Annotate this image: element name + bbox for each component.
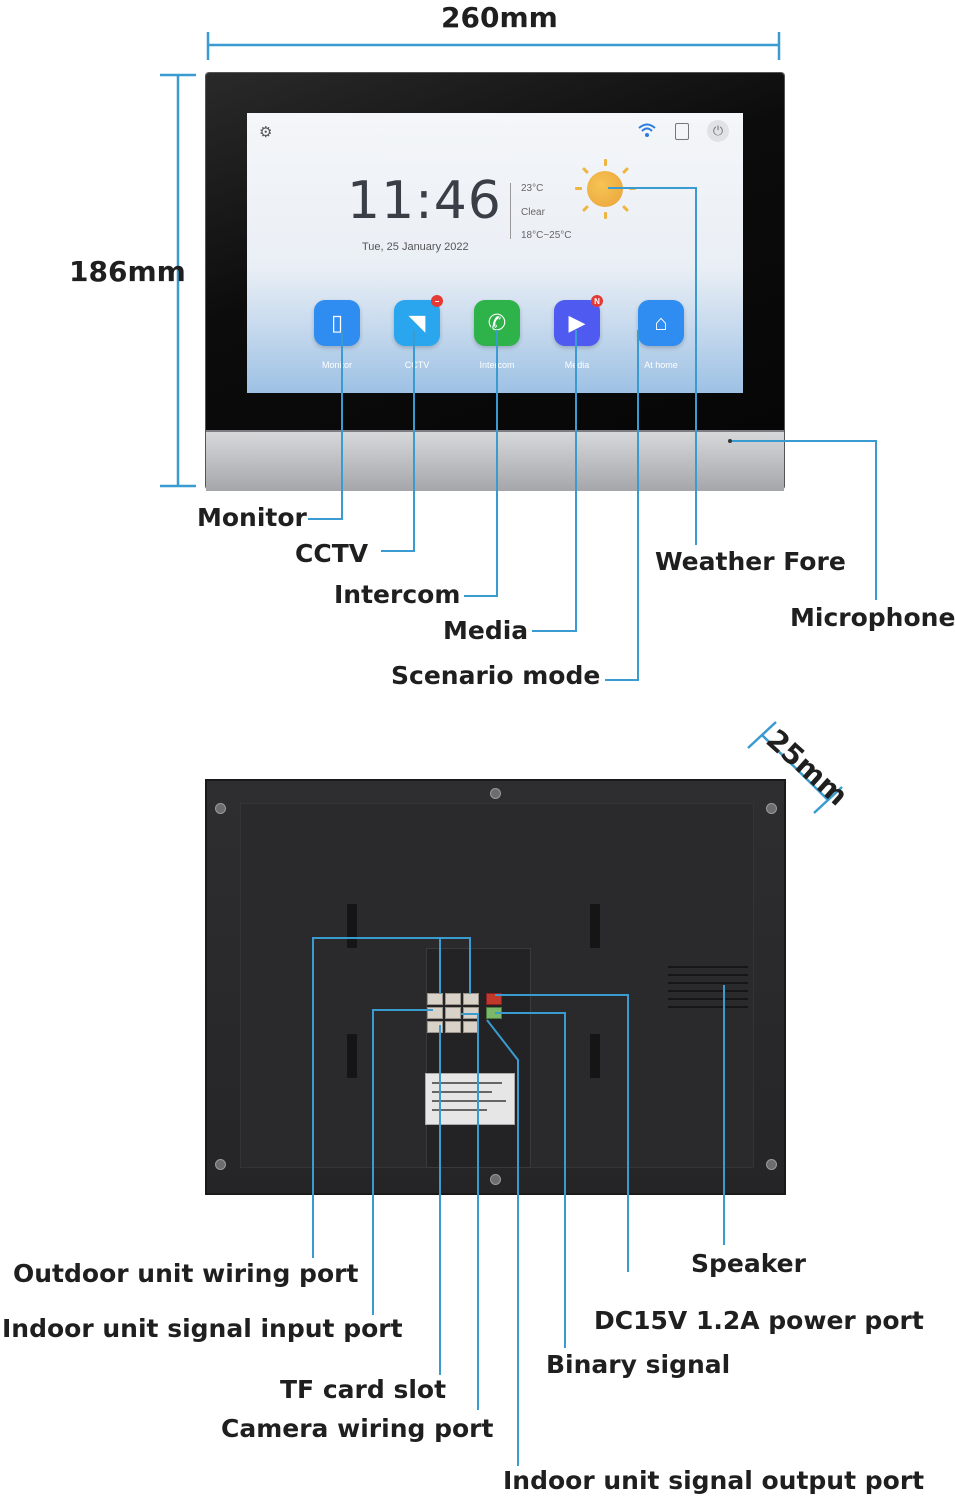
tf-card-slot-label: TF card slot [280,1375,447,1404]
binary-signal-label: Binary signal [546,1350,731,1379]
speaker-label: Speaker [691,1249,806,1278]
camera-wiring-port-label: Camera wiring port [221,1414,494,1443]
media-label: Media [443,616,529,645]
camera-port[interactable] [445,1021,461,1033]
sd-card-icon [675,123,689,140]
outdoor-unit-port[interactable] [445,993,461,1005]
intercom-label: Intercom [334,580,461,609]
clock-time: 11:46 [347,171,502,231]
monitor-label: Monitor [197,503,307,532]
sticker-line [432,1091,492,1093]
outdoor-unit-wiring-port-label: Outdoor unit wiring port [13,1259,359,1288]
weather-divider [510,183,511,239]
cctv-app-button[interactable]: ◥ [394,300,440,346]
height-dimension-label: 186mm [69,255,186,288]
power-icon[interactable]: ⏻ [707,120,729,142]
speaker-grill [668,1006,748,1008]
cctv-label: CCTV [295,539,369,568]
weather-temperature: 23°C [521,183,544,194]
speaker-grill [668,998,748,1000]
sticker-line [432,1109,487,1111]
at-home-app-label: At home [644,360,678,370]
mounting-slot [347,1034,357,1078]
screw [766,803,777,814]
weather-range: 18°C~25°C [521,230,572,241]
play-icon: ▶ [568,310,586,335]
speaker-grill [668,974,748,976]
screw [215,803,226,814]
camera-icon: ◥ [408,310,426,335]
sun-ray [604,159,607,166]
speaker-grill [668,990,748,992]
weather-condition: Clear [521,207,545,218]
width-dimension-label: 260mm [441,1,558,34]
screw [766,1159,777,1170]
clock-date: Tue, 25 January 2022 [362,241,469,253]
indoor-unit-signal-input-port-label: Indoor unit signal input port [2,1314,403,1343]
speaker-grill [668,982,748,984]
camera-port[interactable] [445,1007,461,1019]
gear-icon[interactable]: ⚙ [259,124,273,141]
home-icon: ⌂ [654,310,668,335]
screw [490,788,501,799]
phone-icon: ✆ [487,310,507,335]
sticker-line [432,1100,506,1102]
front-bottom-bar [206,430,784,491]
outdoor-unit-port[interactable] [427,993,443,1005]
indoor-unit-signal-output-port-label: Indoor unit signal output port [503,1466,925,1495]
weather-forecast-label: Weather Fore [655,547,846,576]
cctv-app-label: CCTV [404,360,430,370]
wifi-icon [638,123,656,137]
doorbell-icon: ▯ [330,310,344,335]
mounting-slot [347,904,357,948]
speaker-grill [668,966,748,968]
screw [215,1159,226,1170]
mounting-slot [590,904,600,948]
sun-ray [604,212,607,219]
sticker-line [432,1082,502,1084]
at-home-app-button[interactable]: ⌂ [638,300,684,346]
screw [490,1174,501,1185]
power-port-label: DC15V 1.2A power port [594,1306,924,1335]
monitor-app-label: Monitor [321,360,352,370]
mounting-slot [590,1034,600,1078]
cctv-badge: − [431,295,443,307]
microphone-label: Microphone [790,603,955,632]
media-badge: N [591,295,603,307]
microphone-hole [728,439,732,443]
scenario-mode-label: Scenario mode [391,661,601,690]
monitor-app-button[interactable]: ▯ [314,300,360,346]
